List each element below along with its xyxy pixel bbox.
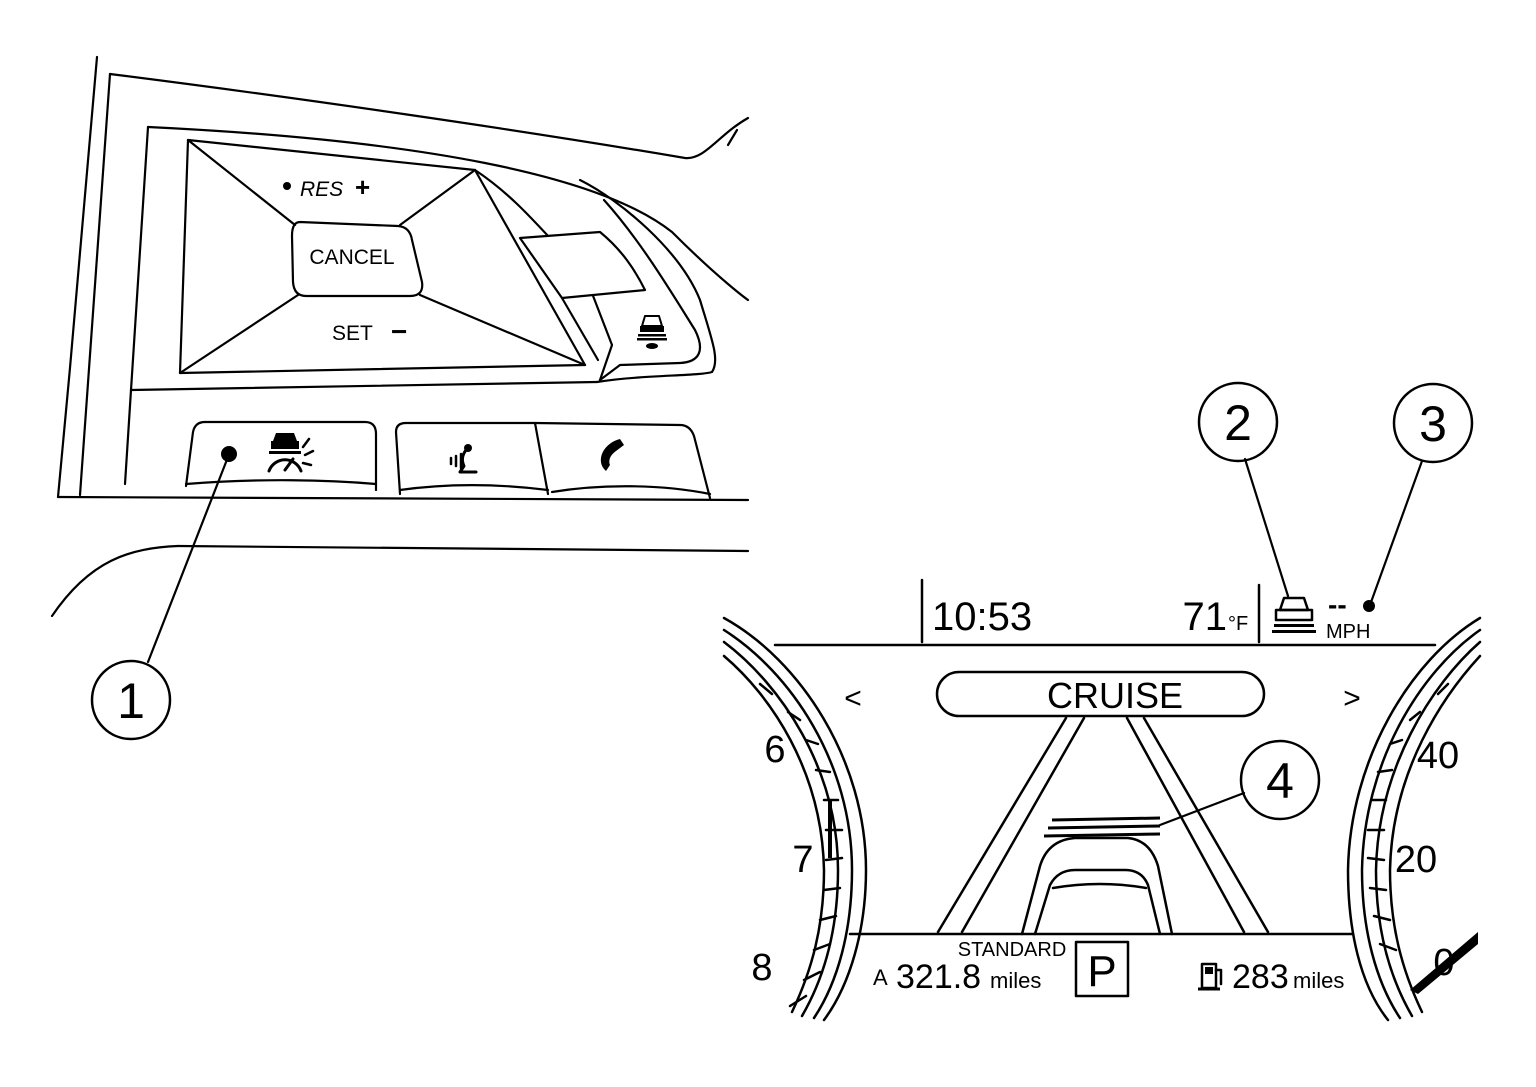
drive-mode: STANDARD [958,939,1067,961]
lower-button-row [184,420,712,500]
right-arrow-icon[interactable]: > [1343,682,1361,715]
tach-label-8: 8 [751,947,772,989]
range-value: 283 [1232,958,1289,996]
vehicle-ahead-indicator-icon [1272,596,1316,633]
phone-button[interactable] [600,439,624,471]
res-plus-button[interactable]: RES + [283,172,370,202]
callout-2-number: 2 [1224,395,1252,451]
outside-temperature: 71 [1183,595,1228,639]
set-minus-button[interactable]: SET − [332,316,407,347]
gear-indicator: P [1087,947,1116,996]
distance-button[interactable] [637,315,667,349]
tachometer [722,616,868,1022]
set-speed-unit: MPH [1326,621,1370,643]
callout-4-number: 4 [1266,753,1294,809]
callout-3-number: 3 [1419,396,1447,452]
set-distance-bars [1043,816,1161,838]
distance-button-icon [637,315,667,349]
res-label: RES [300,178,343,201]
callout-1-number: 1 [117,673,145,729]
tachometer-redline [828,800,832,858]
speedometer-needle [1410,932,1478,994]
trip-label: A [873,965,888,990]
temperature-unit: °F [1228,613,1248,635]
range-unit: miles [1293,968,1344,993]
callout-1: 1 [90,455,230,741]
voice-recognition-button[interactable] [449,444,478,474]
callout-3-dot-icon [1363,600,1375,612]
speedo-label-20: 20 [1395,839,1437,881]
instrument-cluster [773,578,1437,998]
callout-3: 3 [1363,382,1474,612]
tach-label-6: 6 [764,729,785,771]
set-label: SET [332,322,373,345]
voice-recognition-icon [449,444,478,474]
callout-2: 2 [1197,381,1290,598]
fuel-pump-icon [1198,962,1223,991]
tach-label-7: 7 [792,839,813,881]
trip-unit: miles [990,968,1041,993]
callout-4: 4 [1158,739,1321,827]
res-dot-icon [283,182,291,190]
speedometer [1346,616,1482,1022]
clock-time: 10:53 [932,595,1032,639]
screen-title: CRUISE [1047,675,1183,716]
set-minus-sign: − [391,316,407,347]
intelligent-cruise-control-button[interactable] [221,433,315,473]
steering-wheel-switch [50,55,750,618]
speedo-label-0: 0 [1433,942,1454,984]
indicator-dot-icon [221,446,237,462]
trip-value: 321.8 [896,958,981,996]
speedo-label-40: 40 [1417,735,1459,777]
left-arrow-icon[interactable]: < [844,682,862,715]
cancel-label: CANCEL [309,246,394,269]
phone-icon [600,439,624,471]
res-plus-sign: + [355,172,370,202]
cancel-button[interactable]: CANCEL [290,220,424,298]
intelligent-cruise-control-icon [267,433,315,473]
set-speed-value: -- [1328,589,1347,620]
